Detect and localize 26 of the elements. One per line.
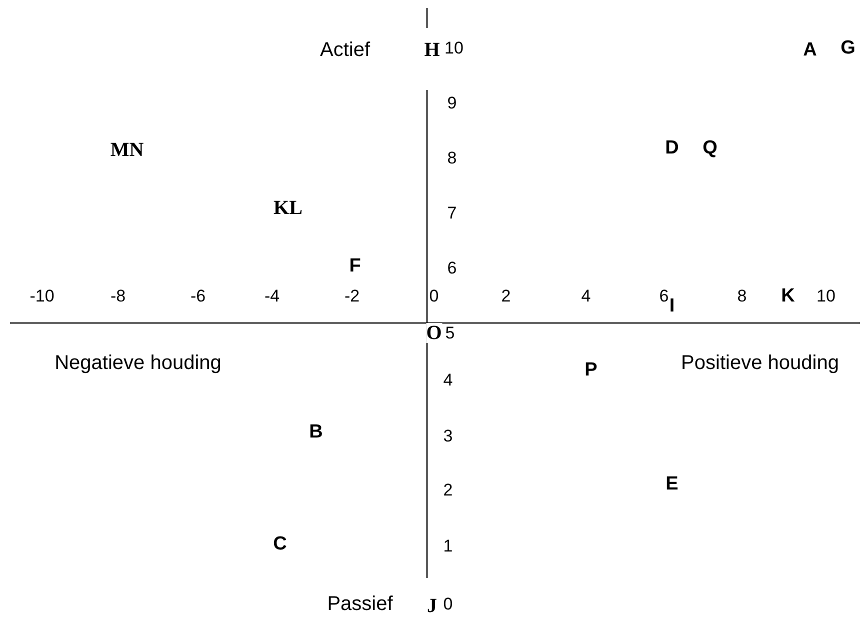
point-label: Q — [702, 138, 718, 158]
axis-tick-label: 2 — [501, 288, 511, 304]
axis-tick-label: 9 — [447, 94, 457, 112]
axis-tick-label: 8 — [737, 288, 747, 304]
axis-tick-label: -6 — [190, 288, 206, 304]
axis-title: Negatieve houding — [54, 353, 222, 373]
axis-tick-label: 7 — [447, 204, 457, 222]
axis-tick-label: 4 — [581, 288, 591, 304]
axis-tick-label: 6 — [447, 260, 457, 276]
axis-tick-label: 10 — [444, 40, 464, 56]
point-label: O — [426, 323, 442, 343]
axis-tick-label: 4 — [443, 372, 453, 388]
axis-tick-label: 2 — [443, 482, 453, 498]
axis-tick-label: -4 — [264, 288, 280, 304]
axis-tick-label: 10 — [816, 288, 836, 304]
axis-tick-label: 8 — [447, 150, 457, 166]
axis-tick-label: 3 — [443, 428, 453, 444]
axis-tick-label: -2 — [344, 288, 360, 304]
axis-tick-label: 6 — [659, 288, 669, 304]
axis-tick-label: -8 — [110, 288, 126, 304]
axis-tick-label: 0 — [429, 288, 439, 304]
axis-tick-label: 0 — [443, 596, 453, 612]
axis-tick-label: 5 — [445, 324, 455, 342]
axis-tick-label: 1 — [443, 538, 453, 554]
axis-tick-label: -10 — [30, 288, 54, 304]
axis-title: Positieve houding — [681, 353, 839, 373]
